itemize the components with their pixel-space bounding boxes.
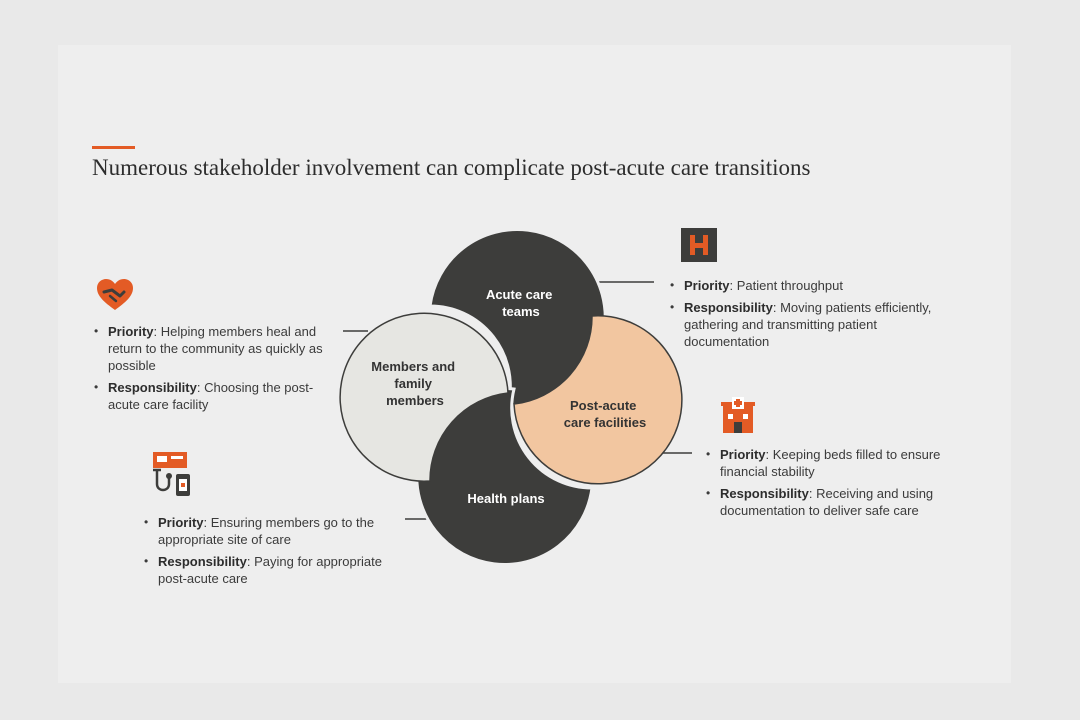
post-acute-priority: Priority: Keeping beds filled to ensure …: [706, 446, 966, 480]
health-plans-priority: Priority: Ensuring members go to the app…: [144, 514, 400, 548]
members-details: Priority: Helping members heal and retur…: [94, 323, 336, 418]
hospital-h-icon: [681, 228, 717, 262]
acute-responsibility: Responsibility: Moving patients efficien…: [670, 299, 960, 350]
care-facility-icon: [721, 397, 755, 433]
circle-post-acute: [513, 315, 683, 485]
heart-handshake-icon: [97, 279, 133, 310]
circle-post-acute-label: Post-acute care facilities: [564, 398, 646, 430]
members-responsibility: Responsibility: Choosing the post-acute …: [94, 379, 336, 413]
circle-members-label: Members and family members: [371, 359, 458, 408]
circle-health-plans-label: Health plans: [467, 491, 544, 506]
title-accent-bar: [92, 146, 135, 149]
health-plans-details: Priority: Ensuring members go to the app…: [144, 514, 400, 592]
circle-members: [339, 312, 509, 482]
post-acute-details: Priority: Keeping beds filled to ensure …: [706, 446, 966, 524]
acute-priority: Priority: Patient throughput: [670, 277, 960, 294]
health-plans-responsibility: Responsibility: Paying for appropriate p…: [144, 553, 400, 587]
members-priority: Priority: Helping members heal and retur…: [94, 323, 336, 374]
circle-acute-label: Acute care teams: [486, 287, 556, 319]
page-title: Numerous stakeholder involvement can com…: [92, 155, 811, 180]
post-acute-responsibility: Responsibility: Receiving and using docu…: [706, 485, 966, 519]
acute-care-details: Priority: Patient throughput Responsibil…: [670, 277, 960, 355]
stethoscope-card-icon: [153, 452, 190, 496]
